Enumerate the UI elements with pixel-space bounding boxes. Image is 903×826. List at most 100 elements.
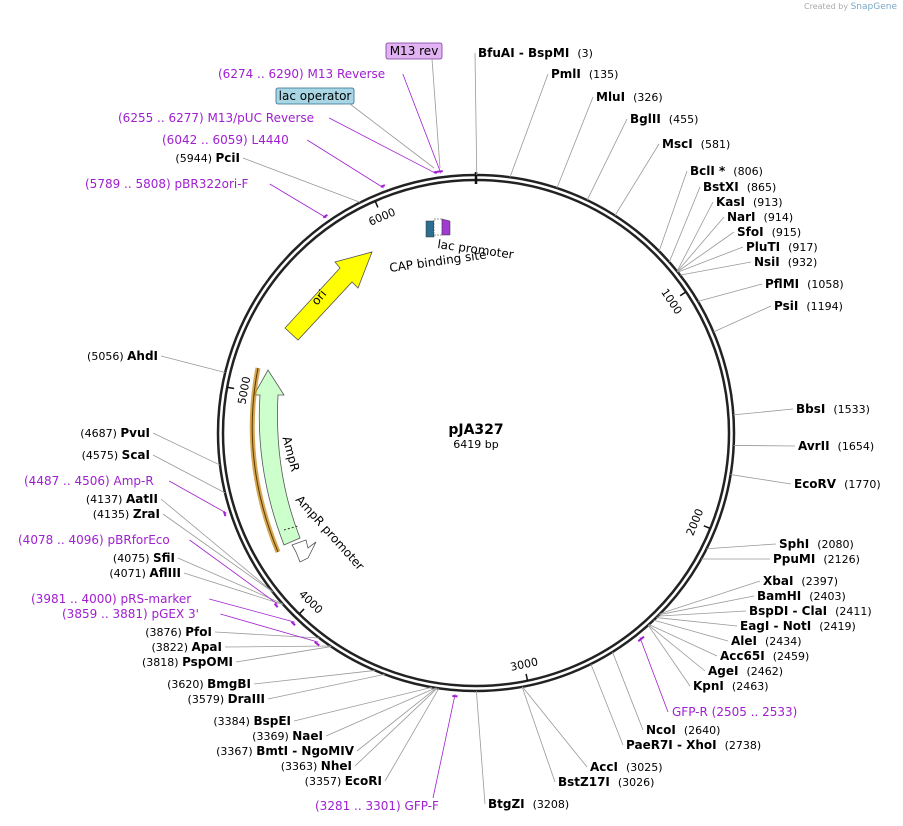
- restriction-site[interactable]: BtgZI(3208): [488, 797, 569, 811]
- site-position: (1654): [838, 440, 875, 453]
- primer-binding-site[interactable]: (3981 .. 4000) pRS-marker: [31, 592, 191, 606]
- site-leader: [677, 231, 735, 273]
- restriction-site[interactable]: (5056) AhdI: [87, 349, 158, 363]
- restriction-site[interactable]: PsiI(1194): [774, 299, 843, 313]
- primer-binding-site[interactable]: (4078 .. 4096) pBRforEco: [18, 533, 170, 547]
- restriction-site[interactable]: BclI *(806): [690, 164, 763, 178]
- site-position: (2403): [809, 590, 846, 603]
- primer-range: (5789 .. 5808): [85, 177, 175, 191]
- site-position: (326): [633, 91, 663, 104]
- restriction-site[interactable]: (3384) BspEI: [213, 714, 291, 728]
- restriction-site[interactable]: (5944) PciI: [175, 151, 240, 165]
- site-name: NarI: [727, 210, 756, 224]
- restriction-site[interactable]: (3818) PspOMI: [142, 655, 233, 669]
- restriction-site[interactable]: KasI(913): [716, 195, 783, 209]
- site-name: EcoRI: [345, 774, 382, 788]
- restriction-site[interactable]: AleI(2434): [731, 634, 802, 648]
- svg-text:(6042 .. 6059) L4440: (6042 .. 6059) L4440: [162, 133, 289, 147]
- site-leader: [733, 445, 796, 447]
- lac-promoter-feature[interactable]: lac promoter CAP binding site: [388, 218, 515, 275]
- svg-text:(3818) PspOMI: (3818) PspOMI: [142, 655, 233, 669]
- restriction-site[interactable]: (3822) ApaI: [151, 640, 222, 654]
- restriction-site[interactable]: (3579) DraIII: [188, 692, 265, 706]
- site-position: (3026): [618, 776, 655, 789]
- restriction-site[interactable]: (3876) PfoI: [145, 625, 212, 639]
- restriction-site[interactable]: PpuMI(2126): [773, 552, 860, 566]
- primer-binding-site[interactable]: (6274 .. 6290) M13 Reverse: [218, 67, 385, 81]
- primer-binding-site[interactable]: (6042 .. 6059) L4440: [162, 133, 289, 147]
- restriction-site[interactable]: PflMI(1058): [765, 277, 844, 291]
- site-leader: [697, 283, 763, 302]
- site-name: PciI: [216, 151, 241, 165]
- restriction-site[interactable]: SfoI(915): [737, 225, 801, 239]
- primer-name: GFP-R: [672, 705, 712, 719]
- restriction-site[interactable]: (4575) ScaI: [82, 448, 150, 462]
- restriction-site[interactable]: PmlI(135): [551, 67, 618, 81]
- site-name: KpnI: [693, 679, 724, 693]
- restriction-site[interactable]: BspDI - ClaI(2411): [749, 604, 872, 618]
- svg-text:BbsI(1533): BbsI(1533): [796, 402, 870, 416]
- primer-binding-site[interactable]: (5789 .. 5808) pBR322ori-F: [85, 177, 249, 191]
- restriction-site[interactable]: EagI - NotI(2419): [740, 619, 856, 633]
- restriction-site[interactable]: (3620) BmgBI: [167, 677, 251, 691]
- lac-operator-box[interactable]: lac operator: [275, 87, 435, 169]
- restriction-site[interactable]: NsiI(932): [754, 255, 817, 269]
- primer-binding-site[interactable]: (3859 .. 3881) pGEX 3': [62, 607, 199, 621]
- primer-binding-site[interactable]: GFP-R (2505 .. 2533): [672, 705, 797, 719]
- primer-name: M13/pUC Reverse: [208, 111, 315, 125]
- restriction-site[interactable]: PaeR7I - XhoI(2738): [626, 738, 761, 752]
- ampr-promoter-feature[interactable]: AmpR promoter: [291, 493, 367, 573]
- restriction-site[interactable]: Acc65I(2459): [720, 649, 809, 663]
- svg-text:KpnI(2463): KpnI(2463): [693, 679, 768, 693]
- ampr-promoter-label: AmpR promoter: [293, 493, 367, 573]
- restriction-site[interactable]: (4135) ZraI: [93, 507, 160, 521]
- restriction-site[interactable]: BamHI(2403): [757, 589, 846, 603]
- ampr-feature[interactable]: AmpR: [253, 369, 302, 546]
- restriction-site[interactable]: (4137) AatII: [86, 492, 158, 506]
- site-name: DraIII: [228, 692, 265, 706]
- primer-binding-site[interactable]: (3281 .. 3301) GFP-F: [315, 799, 439, 813]
- restriction-site[interactable]: NarI(914): [727, 210, 793, 224]
- primer-binding-site[interactable]: (4487 .. 4506) Amp-R: [24, 474, 154, 488]
- restriction-site[interactable]: AccI(3025): [590, 760, 663, 774]
- site-position: (806): [733, 165, 763, 178]
- restriction-site[interactable]: BglII(455): [630, 112, 698, 126]
- restriction-site[interactable]: XbaI(2397): [763, 574, 838, 588]
- restriction-site[interactable]: EcoRV(1770): [794, 477, 881, 491]
- restriction-site[interactable]: SphI(2080): [779, 537, 854, 551]
- restriction-site[interactable]: BstXI(865): [703, 180, 776, 194]
- primer-range: (2505 .. 2533): [712, 705, 798, 719]
- restriction-site[interactable]: (3369) NaeI: [252, 729, 323, 743]
- restriction-site[interactable]: (4687) PvuI: [80, 426, 150, 440]
- restriction-site[interactable]: KpnI(2463): [693, 679, 768, 693]
- restriction-site[interactable]: (3367) BmtI - NgoMIV: [216, 744, 355, 758]
- restriction-site[interactable]: BstZ17I(3026): [558, 775, 654, 789]
- restriction-site[interactable]: PluTI(917): [746, 240, 818, 254]
- primer-binding-site[interactable]: (6255 .. 6277) M13/pUC Reverse: [118, 111, 314, 125]
- svg-text:AleI(2434): AleI(2434): [731, 634, 802, 648]
- m13-rev-box[interactable]: M13 rev: [385, 42, 443, 169]
- restriction-site[interactable]: BfuAI - BspMI(3): [478, 46, 593, 60]
- ampr-promoter-arrow: [291, 539, 317, 563]
- site-position: (4135): [93, 508, 133, 521]
- ori-feature[interactable]: ori: [284, 251, 373, 341]
- svg-text:NarI(914): NarI(914): [727, 210, 793, 224]
- svg-text:(3384) BspEI: (3384) BspEI: [213, 714, 291, 728]
- restriction-site[interactable]: MluI(326): [596, 90, 663, 104]
- primer-mark: [314, 641, 320, 647]
- restriction-site[interactable]: (3363) NheI: [281, 759, 352, 773]
- restriction-site[interactable]: (4071) AflIII: [109, 566, 181, 580]
- site-name: AvrII: [798, 439, 830, 453]
- restriction-site[interactable]: MscI(581): [662, 137, 730, 151]
- tick-label: 5000: [235, 375, 253, 405]
- restriction-site[interactable]: BbsI(1533): [796, 402, 870, 416]
- restriction-site[interactable]: AvrII (1654): [798, 439, 874, 453]
- restriction-site[interactable]: (4075) SfiI: [113, 551, 175, 565]
- site-leader: [614, 143, 660, 216]
- site-name: BmgBI: [207, 677, 251, 691]
- restriction-site[interactable]: AgeI(2462): [708, 664, 783, 678]
- restriction-site[interactable]: (3357) EcoRI: [305, 774, 382, 788]
- restriction-site[interactable]: NcoI(2640): [646, 723, 720, 737]
- site-name: AatII: [126, 492, 158, 506]
- site-position: (4071): [109, 567, 149, 580]
